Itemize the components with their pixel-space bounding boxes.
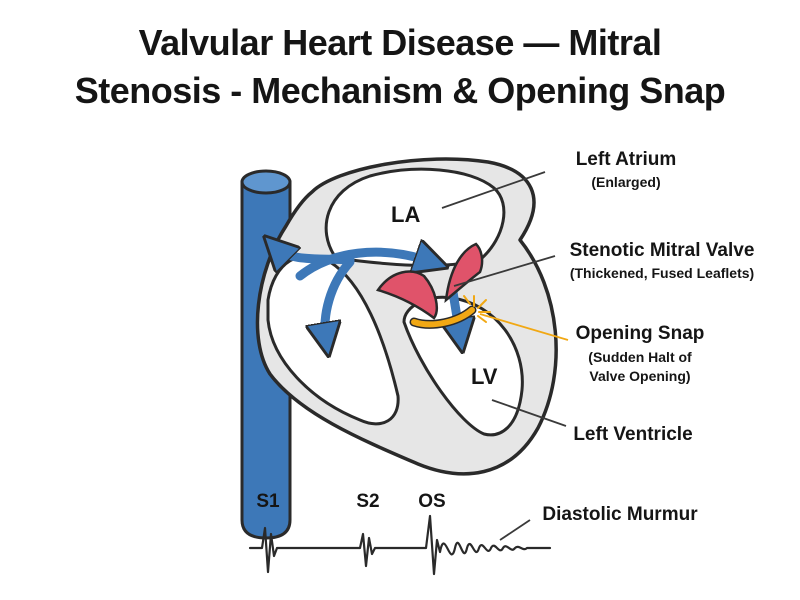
chamber-label-la: LA: [391, 202, 420, 227]
label-opening-snap-sub-1: (Sudden Halt of: [588, 349, 692, 365]
label-stenotic-mitral-valve: Stenotic Mitral Valve: [570, 240, 755, 261]
sound-label-os: OS: [418, 491, 445, 512]
label-stenotic-mitral-valve-sub: (Thickened, Fused Leaflets): [570, 265, 754, 281]
diagram-title-line-1: Valvular Heart Disease — Mitral: [138, 22, 662, 63]
murmur-leader-line: [499, 519, 531, 541]
chamber-label-lv: LV: [471, 364, 498, 389]
label-left-atrium: Left Atrium: [576, 149, 677, 170]
diagram-title-line-2: Stenosis - Mechanism & Opening Snap: [74, 70, 726, 111]
label-left-ventricle: Left Ventricle: [573, 424, 692, 445]
snap-burst-icon: [463, 295, 491, 323]
sound-label-s1: S1: [256, 491, 280, 512]
flow-arrow-into-la: [295, 252, 432, 281]
opening-snap-marker: [409, 295, 491, 329]
sound-label-s2: S2: [356, 491, 379, 512]
label-opening-snap-sub-2: Valve Opening): [589, 368, 690, 384]
leader-lines: [441, 171, 569, 427]
mitral-leaflet-left: [375, 270, 438, 320]
label-diastolic-murmur: Diastolic Murmur: [542, 504, 698, 525]
phonocardiogram-trace: S1 S2 OS Diastolic Murmur: [248, 491, 698, 576]
flow-arrow-down: [325, 257, 355, 340]
label-opening-snap: Opening Snap: [576, 323, 705, 344]
phono-waveform: [248, 514, 552, 576]
label-left-atrium-sub: (Enlarged): [591, 174, 660, 190]
